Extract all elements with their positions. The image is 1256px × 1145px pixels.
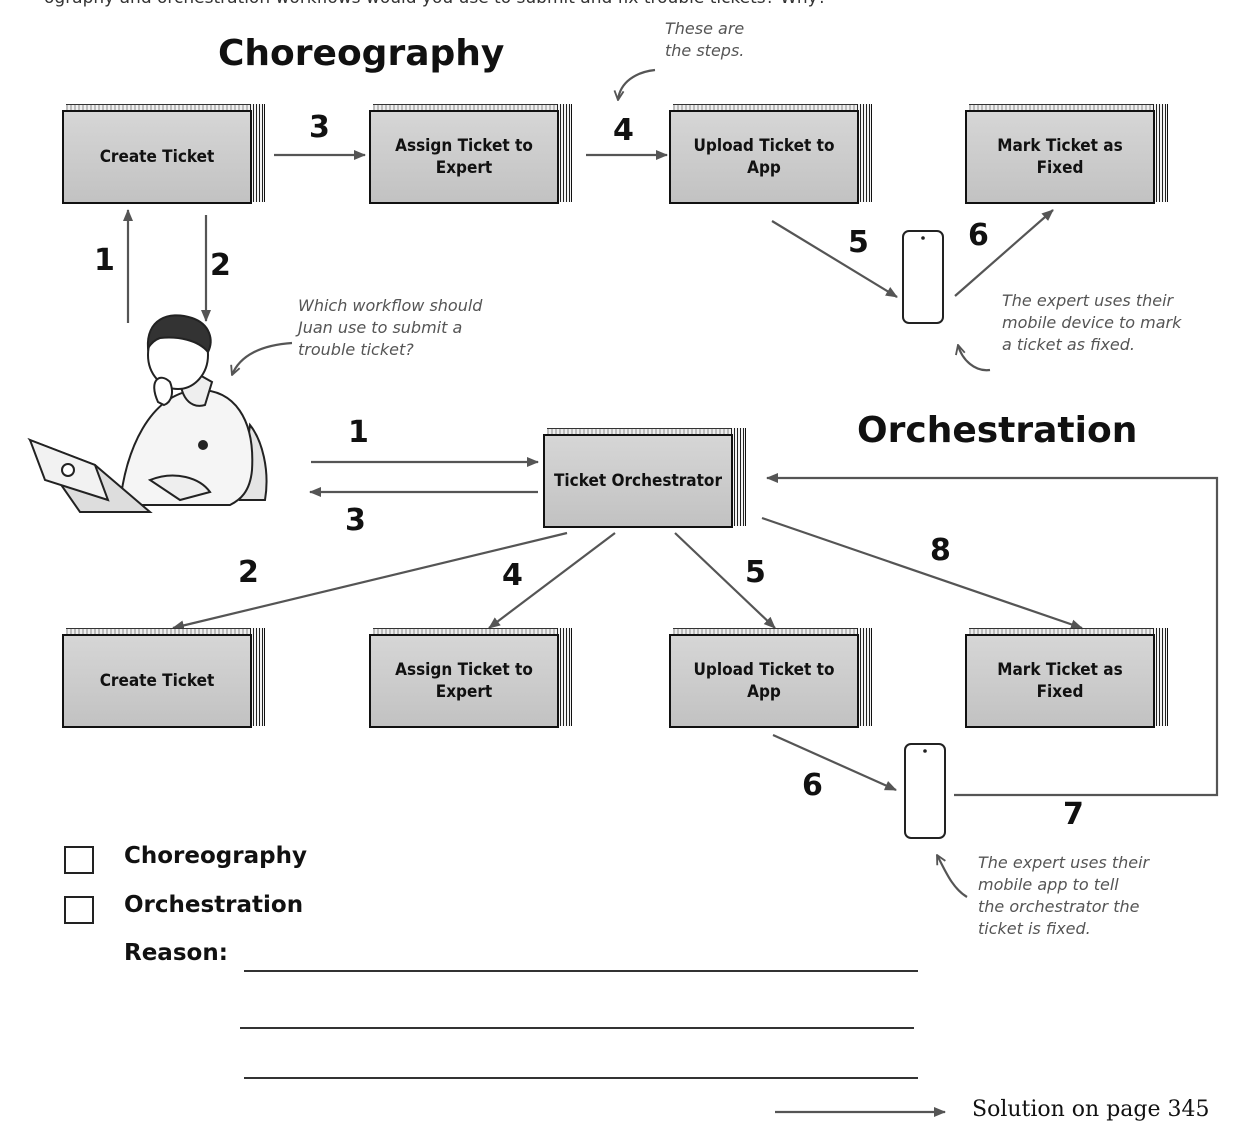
box-label: Ticket Orchestrator [554,471,722,491]
choreo-step-1: 1 [94,243,115,278]
note-pointer-mobile-1 [958,345,991,372]
note-pointer-mobile-2 [936,855,968,898]
orch-box-ticket-orchestrator: Ticket Orchestrator [543,428,746,528]
choreo-box-mark-fixed: Mark Ticket as Fixed [965,104,1168,204]
choreo-step-3: 3 [309,110,330,145]
box-label: Mark Ticket as Fixed [997,660,1123,702]
orch-step-3: 3 [345,503,366,538]
reason-line-3[interactable] [244,1077,918,1079]
phone-icon-orchestration [904,743,946,839]
box-label: Create Ticket [99,147,215,167]
box-label: Assign Ticket to Expert [395,136,533,178]
checkbox-choreography[interactable] [64,846,94,874]
juan-at-laptop-illustration [27,314,268,513]
choreo-step-6: 6 [968,218,989,253]
option-label-choreography: Choreography [124,843,307,869]
note-mobile-orchestration: The expert uses their mobile app to tell… [978,853,1150,938]
orch-step-4: 4 [502,558,523,593]
box-label: Create Ticket [99,671,215,691]
solution-reference: Solution on page 345 [972,1097,1210,1122]
reason-line-2[interactable] [240,1027,914,1029]
choreo-step-5: 5 [848,225,869,260]
orchestration-title: Orchestration [857,410,1138,451]
note-pointer-steps [618,68,656,100]
box-label: Upload Ticket to App [693,136,835,178]
orch-step-2: 2 [238,555,259,590]
orch-step-8: 8 [930,533,951,568]
box-label: Mark Ticket as Fixed [997,136,1123,178]
option-label-orchestration: Orchestration [124,892,304,918]
orch-step-1: 1 [348,415,369,450]
orch-box-assign-ticket: Assign Ticket to Expert [369,628,572,728]
box-label: Assign Ticket to Expert [395,660,533,702]
note-mobile-choreography: The expert uses their mobile device to m… [1002,291,1182,354]
orch-box-upload-ticket: Upload Ticket to App [669,628,872,728]
note-workflow-question: Which workflow should Juan use to submit… [298,296,483,359]
box-label: Upload Ticket to App [693,660,835,702]
choreography-title: Choreography [218,33,505,74]
choreo-arrow-5 [771,220,898,298]
orch-arrow-8 [761,516,1083,630]
choreo-box-upload-ticket: Upload Ticket to App [669,104,872,204]
orch-step-6: 6 [802,768,823,803]
orch-box-create-ticket: Create Ticket [62,628,265,728]
reason-label: Reason: [124,940,228,966]
choreo-box-create-ticket: Create Ticket [62,104,265,204]
note-pointer-workflow [232,341,293,375]
reason-line-1[interactable] [244,970,918,972]
orch-step-7: 7 [1063,797,1084,832]
note-steps: These are the steps. [665,19,745,60]
phone-icon-choreography [902,230,944,324]
choreo-box-assign-ticket: Assign Ticket to Expert [369,104,572,204]
choreo-step-2: 2 [210,248,231,283]
checkbox-orchestration[interactable] [64,896,94,924]
orch-step-5: 5 [745,555,766,590]
orch-arrow-6 [772,733,897,792]
orch-box-mark-fixed: Mark Ticket as Fixed [965,628,1168,728]
choreo-step-4: 4 [613,113,634,148]
